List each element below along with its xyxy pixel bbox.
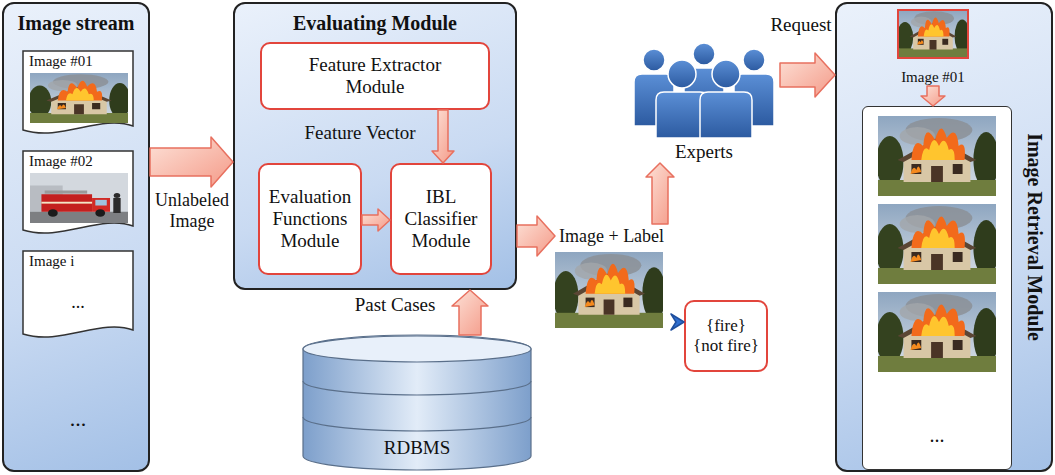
- node-text: Image stream: [18, 12, 135, 35]
- edge-label: Past Cases: [355, 294, 436, 316]
- block-arrow: [646, 163, 674, 224]
- edge-label-holder: Feature Vector: [290, 122, 430, 144]
- photo-frame: [898, 10, 968, 58]
- experts-icon: Experts: [628, 38, 780, 163]
- node-text: ...: [930, 424, 945, 447]
- edge-label-holder: Request: [768, 14, 834, 36]
- edge-label: Unlabeled Image: [150, 190, 234, 231]
- database-cylinder: RDBMS: [302, 335, 532, 471]
- image-document: Image i...: [22, 250, 134, 342]
- node-text: RDBMS: [384, 437, 451, 459]
- node-text: Image + Label: [559, 226, 664, 247]
- node-text: Image Retrieval Module: [1023, 17, 1047, 457]
- fire-photo: [876, 116, 999, 196]
- free-label-holder: ...: [56, 406, 100, 431]
- block-arrow: [517, 216, 555, 256]
- fire-photo: [553, 252, 666, 328]
- process-box: IBL Classifier Module: [390, 163, 492, 275]
- module-panel: Evaluating ModuleFeature Extractor Modul…: [233, 2, 517, 290]
- fire-photo: [876, 292, 999, 372]
- truck-photo: [30, 173, 128, 223]
- node-text: Image #01: [29, 53, 93, 70]
- node-text: Experts: [675, 141, 733, 163]
- block-arrow: [150, 137, 233, 187]
- node-text: Feature Extractor Module: [292, 54, 458, 98]
- node-text: IBL Classifier Module: [396, 186, 486, 252]
- node-text: Image #02: [29, 153, 93, 170]
- node-text: Evaluation Functions Module: [264, 186, 356, 252]
- process-box: Feature Extractor Module: [260, 42, 490, 110]
- fire-photo: [897, 10, 970, 58]
- edge-label: Feature Vector: [305, 122, 416, 144]
- fire-photo: [28, 73, 130, 123]
- chevron-arrow: [671, 314, 684, 330]
- ellipsis-label: ...: [70, 406, 87, 431]
- block-arrow: [780, 53, 835, 97]
- node-text: Image #01: [901, 69, 965, 86]
- process-box: Evaluation Functions Module: [258, 163, 362, 275]
- node-text: {fire} {not fire}: [691, 316, 761, 355]
- edge-label-holder: Unlabeled Image: [150, 190, 234, 231]
- node-text: Evaluating Module: [293, 12, 457, 35]
- block-arrow: [452, 290, 488, 335]
- label-box: {fire} {not fire}: [684, 300, 768, 372]
- edge-label: Request: [770, 14, 831, 36]
- edge-label-holder: Past Cases: [345, 294, 445, 316]
- stream-panel: Image streamImage #01Image #02Image i...: [2, 2, 150, 472]
- fire-photo: [876, 204, 999, 284]
- node-subtext: ...: [71, 292, 85, 313]
- node-text: Image i: [29, 253, 74, 270]
